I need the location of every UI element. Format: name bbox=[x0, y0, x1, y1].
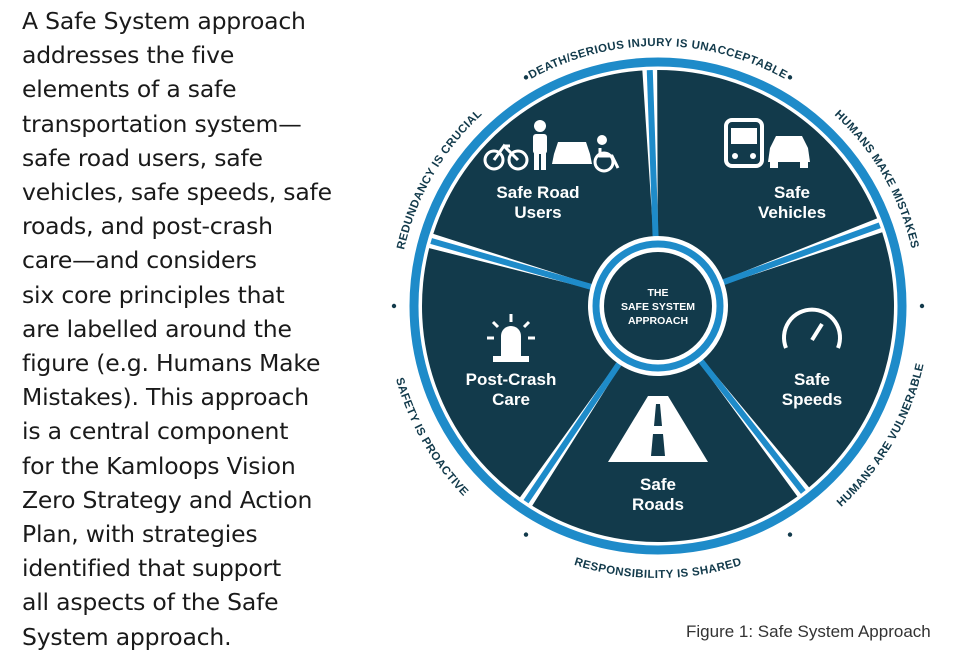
bus-light-icon bbox=[750, 153, 756, 159]
segment-label: Care bbox=[492, 390, 530, 409]
segment-label: Vehicles bbox=[758, 203, 826, 222]
body-text-line: vehicles, safe speeds, safe bbox=[22, 178, 332, 207]
gauge-needle-icon bbox=[810, 322, 824, 342]
center-label: THE bbox=[648, 287, 669, 299]
body-text-line: are labelled around the bbox=[22, 314, 292, 343]
segment-label: Safe bbox=[774, 183, 810, 202]
diagram-segment bbox=[657, 69, 878, 281]
siren-rays-icon bbox=[487, 314, 535, 340]
body-text-line: for the Kamloops Vision bbox=[22, 451, 296, 480]
center-label: APPROACH bbox=[628, 315, 688, 327]
car-icon bbox=[552, 142, 592, 164]
body-text-line: Mistakes). This approach bbox=[22, 383, 309, 412]
wheelchair-wheel-icon bbox=[593, 151, 615, 173]
segment-label: Users bbox=[514, 203, 561, 222]
car-wheel-icon bbox=[800, 162, 808, 168]
figure-caption: Figure 1: Safe System Approach bbox=[686, 622, 931, 641]
body-text-line: transportation system— bbox=[22, 109, 302, 138]
center-label: SAFE SYSTEM bbox=[621, 301, 695, 313]
siren-icon bbox=[501, 326, 521, 356]
segment-divider bbox=[430, 238, 592, 290]
principle-separator-dot bbox=[919, 303, 925, 309]
bus-window-icon bbox=[731, 128, 757, 144]
wheelchair-frame-icon bbox=[598, 148, 620, 169]
bus-light-icon bbox=[732, 153, 738, 159]
body-text-line: is a central component bbox=[22, 417, 289, 446]
pedestrian-leg-icon bbox=[541, 152, 546, 170]
diagram-segment bbox=[422, 248, 618, 498]
principle-separator-dot bbox=[523, 75, 529, 80]
body-text-line: care—and considers bbox=[22, 246, 257, 275]
road-surface-icon bbox=[608, 396, 708, 462]
segment-divider bbox=[722, 222, 881, 285]
vehicles-icon bbox=[724, 118, 810, 168]
body-text-line: safe road users, safe bbox=[22, 143, 263, 172]
body-paragraph: A Safe System approach addresses the five… bbox=[22, 4, 342, 654]
segment-label: Safe bbox=[640, 475, 676, 494]
emergency-light-icon bbox=[487, 314, 535, 362]
principle-text: RESPONSIBILITY IS SHARED bbox=[573, 556, 743, 581]
speedometer-icon bbox=[782, 307, 842, 349]
center-disc bbox=[604, 252, 712, 360]
body-text-line: Plan, with strategies bbox=[22, 520, 258, 549]
segment-label: Post-Crash bbox=[466, 370, 557, 389]
segment-label: Safe Road bbox=[496, 183, 579, 202]
body-text-line: figure (e.g. Humans Make bbox=[22, 349, 321, 378]
bicycle-wheel-icon bbox=[483, 149, 505, 171]
center-ring bbox=[592, 240, 724, 372]
outer-ring bbox=[409, 57, 907, 555]
bicycle-wheel-icon bbox=[507, 149, 529, 171]
pedestrian-head-icon bbox=[534, 120, 546, 132]
body-text-line: all aspects of the Safe bbox=[22, 588, 279, 617]
body-text-line: six core principles that bbox=[22, 280, 285, 309]
principle-separator-dot bbox=[523, 532, 529, 537]
segment-divider bbox=[646, 70, 659, 237]
bicycle-frame-icon bbox=[492, 143, 520, 162]
body-text-line: elements of a safe bbox=[22, 75, 237, 104]
car-wheel-icon bbox=[770, 162, 778, 168]
gauge-arc-icon bbox=[782, 307, 842, 349]
principle-separator-dot bbox=[787, 75, 793, 80]
segment-label: Safe bbox=[794, 370, 830, 389]
road-users-icon bbox=[483, 120, 620, 173]
bus-icon bbox=[724, 118, 764, 168]
principle-label: RESPONSIBILITY IS SHARED bbox=[573, 556, 743, 581]
body-text-line: System approach. bbox=[22, 622, 232, 651]
wheelchair-head-icon bbox=[597, 135, 607, 145]
siren-base-icon bbox=[493, 356, 529, 362]
diagram-segment bbox=[702, 232, 894, 488]
diagram-segment bbox=[433, 70, 654, 285]
segment-label: Speeds bbox=[782, 390, 842, 409]
pedestrian-body-icon bbox=[533, 134, 547, 154]
body-text-line: addresses the five bbox=[22, 41, 235, 70]
road-marking-icon bbox=[651, 404, 665, 456]
body-text-line: identified that support bbox=[22, 554, 282, 583]
road-icon bbox=[608, 396, 708, 462]
segment-divider bbox=[698, 359, 806, 494]
body-text-line: A Safe System approach bbox=[22, 7, 306, 35]
safe-system-diagram: Safe RoadUsersSafeVehiclesSafeSpeedsSafe… bbox=[391, 37, 926, 581]
pedestrian-leg-icon bbox=[534, 152, 539, 170]
body-text-line: roads, and post-crash bbox=[22, 212, 273, 241]
principle-separator-dot bbox=[391, 303, 397, 309]
body-text-line: Zero Strategy and Action bbox=[22, 485, 313, 514]
car-icon bbox=[768, 136, 810, 162]
principle-separator-dot bbox=[787, 532, 793, 537]
segment-label: Roads bbox=[632, 495, 684, 514]
segment-divider bbox=[523, 362, 622, 504]
